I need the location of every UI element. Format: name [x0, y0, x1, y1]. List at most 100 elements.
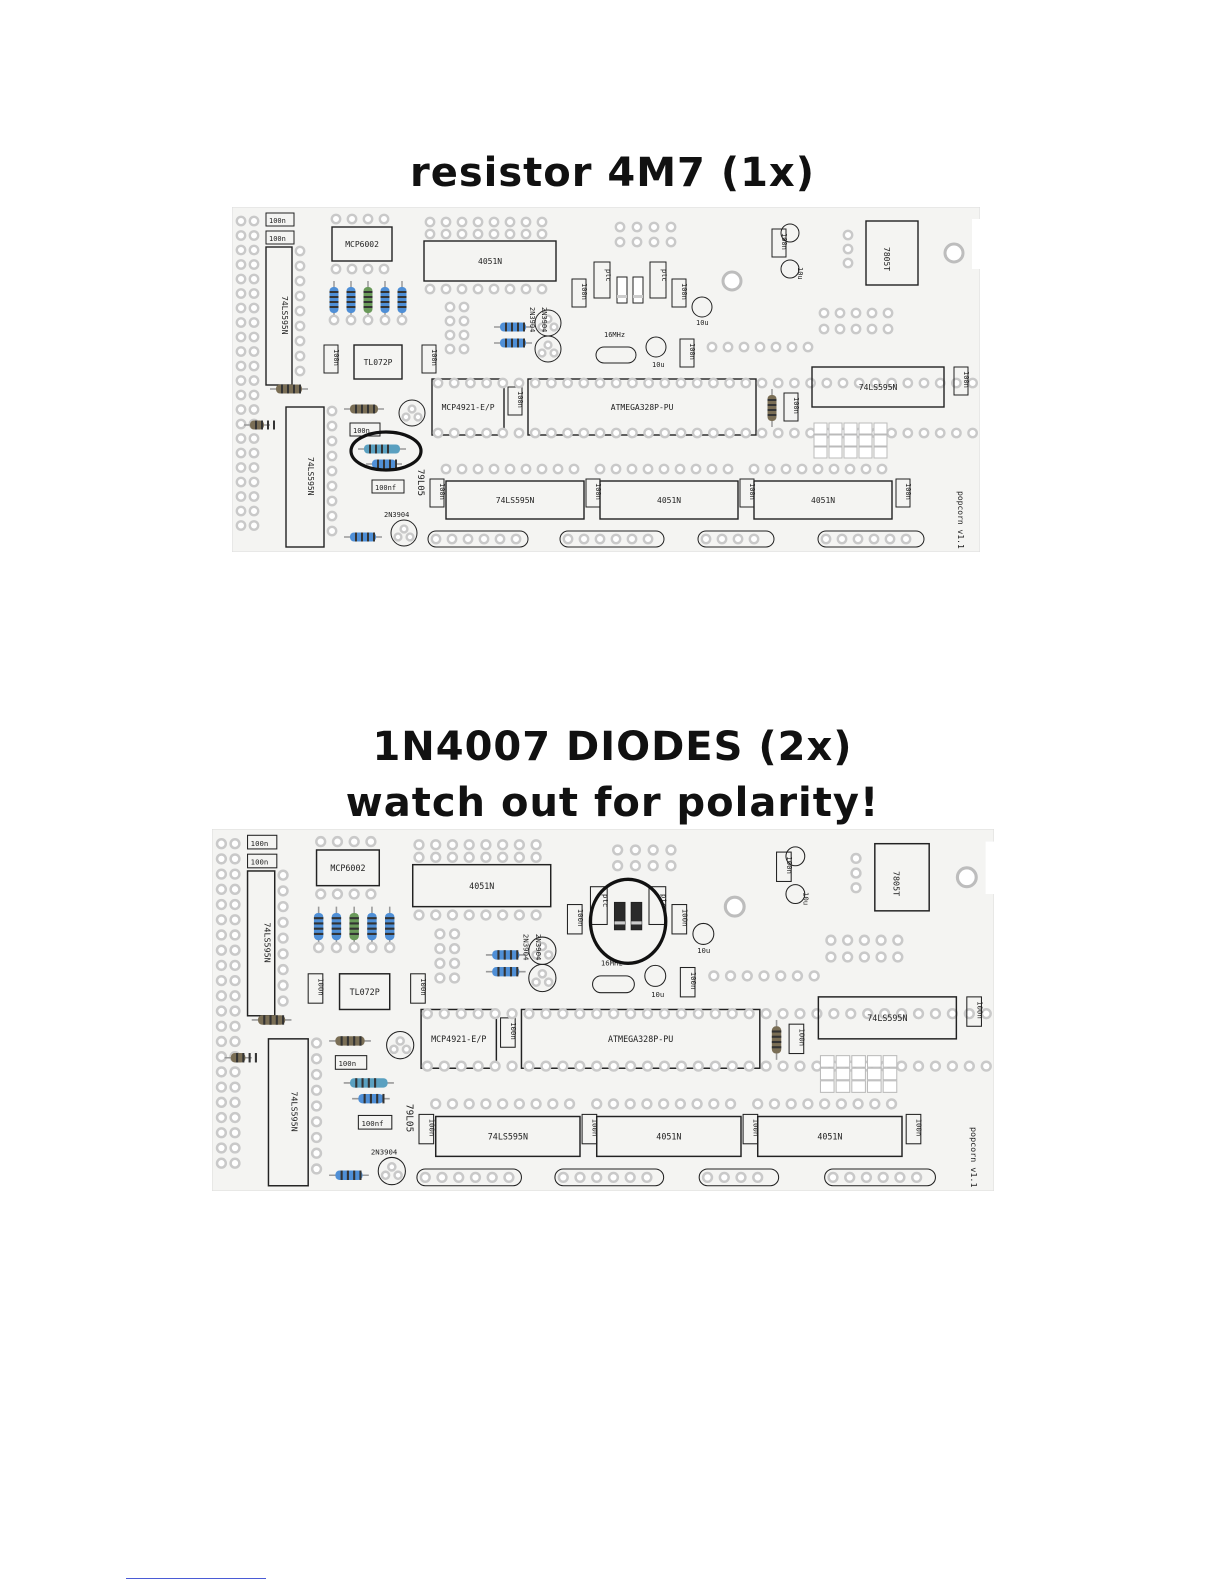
solder-pad — [884, 533, 896, 545]
bottom-header — [817, 530, 925, 548]
header-pin — [843, 446, 858, 459]
solder-pad — [448, 957, 461, 969]
solder-pad — [365, 835, 377, 848]
resistor-band — [261, 420, 263, 430]
solder-pad — [348, 835, 360, 848]
regulator-79l05-label: 79L05 — [415, 469, 425, 496]
solder-pad — [440, 463, 452, 475]
capacitor-label: 100n — [798, 1028, 807, 1046]
resistor-band — [503, 950, 506, 960]
ic-74ls595-right — [811, 366, 945, 408]
solder-pad — [531, 977, 541, 988]
diode-band — [631, 921, 642, 925]
header-pin — [873, 446, 888, 459]
header-pin — [843, 422, 858, 435]
solder-pad — [229, 1020, 241, 1032]
solder-pad — [537, 322, 547, 332]
header-pin — [835, 1067, 851, 1081]
resistor-band — [385, 927, 395, 930]
solder-pad — [540, 1060, 552, 1072]
resistor-band — [273, 420, 275, 430]
solder-pad — [229, 929, 241, 941]
solder-pad — [540, 1008, 552, 1020]
solder-pad — [624, 1008, 637, 1020]
capacitor-outline — [410, 973, 426, 1004]
solder-pad — [866, 323, 878, 335]
ic-mcp4921-label: MCP4921-E/P — [442, 403, 495, 412]
solder-pad — [820, 533, 832, 545]
solder-pad — [706, 463, 718, 475]
solder-pad — [789, 377, 800, 389]
solder-pad — [215, 974, 228, 987]
resistor — [380, 287, 390, 313]
solder-pad — [549, 322, 559, 332]
solder-pad — [215, 1142, 228, 1154]
header-pin — [851, 1080, 866, 1093]
resistor-band — [340, 1170, 343, 1180]
resistor-band — [367, 917, 377, 920]
board-brand-label: popcorn v1.1 — [969, 1127, 979, 1188]
solder-pad — [709, 1008, 721, 1020]
capacitor-outline — [671, 904, 688, 935]
mounting-hole — [943, 242, 965, 264]
solder-pad — [328, 314, 340, 326]
solder-pad — [463, 839, 475, 851]
solder-pad — [882, 307, 894, 319]
solder-pad — [549, 348, 559, 358]
solder-pad — [294, 365, 306, 377]
solder-pad — [510, 533, 522, 545]
solder-pad — [886, 427, 897, 439]
solder-pad — [504, 228, 516, 240]
resistor — [335, 1170, 363, 1180]
ic-4051-top-label: 4051N — [469, 881, 494, 891]
solder-pad — [674, 463, 686, 475]
solder-pad — [464, 427, 476, 439]
solder-pad — [446, 851, 459, 863]
ic-74ls595-bottom-label: 74LS595N — [496, 496, 535, 505]
ic-4051-bottom-1 — [599, 480, 739, 520]
header-pin — [819, 1067, 835, 1081]
electrolytic-cap — [691, 296, 713, 318]
solder-pad — [647, 844, 659, 856]
solder-pad — [842, 257, 854, 269]
solder-pad — [794, 1060, 806, 1072]
solder-pad — [248, 215, 260, 227]
solder-pad — [642, 463, 654, 475]
solder-pad — [494, 533, 506, 545]
transistor-outline — [528, 963, 557, 993]
solder-pad — [215, 1020, 228, 1032]
solder-pad — [665, 221, 677, 233]
resistor-band — [367, 532, 369, 542]
header-pin — [813, 434, 828, 447]
resistor — [346, 287, 356, 313]
capacitor-outline — [679, 338, 695, 368]
solder-pad — [430, 533, 442, 545]
mounting-hole — [723, 895, 746, 918]
solder-pad — [310, 1147, 323, 1159]
solder-pad — [631, 221, 643, 233]
ic-4051-top — [411, 863, 552, 908]
capacitor-outline — [371, 479, 405, 494]
resistor-band — [254, 1053, 257, 1063]
solder-pad — [768, 1098, 781, 1110]
solder-pad — [362, 314, 374, 326]
resistor-band — [387, 444, 389, 454]
solder-pad — [248, 302, 260, 314]
solder-pad — [562, 377, 573, 389]
solder-pad — [326, 450, 338, 462]
header-pin — [813, 446, 828, 459]
solder-pad — [770, 341, 782, 353]
solder-pad — [235, 462, 247, 473]
capacitor-label: 100n — [576, 909, 585, 927]
solder-pad — [825, 934, 837, 946]
resistor-band — [382, 1093, 385, 1104]
resistor-band — [373, 532, 375, 542]
solder-pad — [248, 346, 260, 357]
transistor-label: 2N3904 — [534, 934, 543, 961]
solder-pad — [215, 898, 228, 911]
solder-pad — [724, 970, 737, 982]
solder-pad — [912, 1060, 925, 1072]
solder-pad — [480, 851, 492, 863]
solder-pad — [722, 463, 734, 475]
solder-pad — [346, 213, 358, 225]
